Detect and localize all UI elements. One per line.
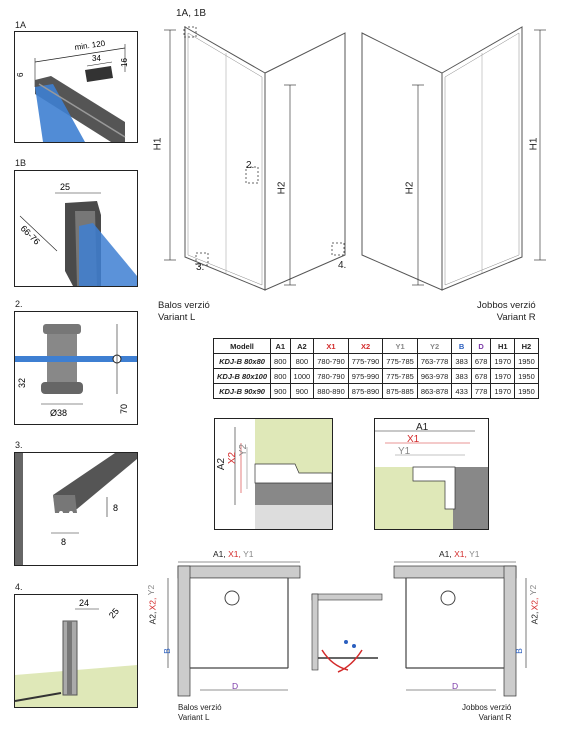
col-h1: H1 (490, 338, 516, 354)
section-a2-drawing (234, 419, 333, 529)
col-d: D (470, 338, 492, 354)
detail-3-drawing: 8 8 (15, 453, 137, 565)
plan-right-top-dim: A1, X1, Y1 (439, 549, 480, 559)
section-a2-panel (214, 418, 333, 530)
col-a1: A1 (270, 338, 291, 354)
detail-2-drawing: 32 Ø38 70 (15, 324, 137, 418)
right-shower-elevation (361, 26, 546, 291)
col-a2: A2 (289, 338, 315, 354)
col-x2: X2 (347, 338, 384, 354)
plan-right-caption: Jobbos verzió Variant R (462, 703, 512, 722)
callout-1a-1b: 1A, 1B (176, 8, 207, 19)
dim-38: Ø38 (50, 408, 67, 418)
dim-6: 6 (16, 72, 25, 77)
plan-left-b: B (161, 648, 172, 654)
col-y1: Y1 (382, 338, 418, 354)
dim-25: 25 (60, 182, 70, 192)
door-swing-diagram (311, 593, 383, 673)
dim-16: 16 (120, 58, 129, 67)
detail-4-drawing: 24 25 (14, 598, 137, 707)
plan-left-side-a2: A2, (147, 611, 158, 625)
plan-right-side-a2: A2, (529, 611, 540, 625)
detail-2-panel: 32 Ø38 70 (14, 311, 138, 425)
col-y2: Y2 (416, 338, 453, 354)
detail-3-panel: 8 8 (14, 452, 138, 566)
plan-right-b: B (513, 648, 524, 654)
plan-left-side-x2: X2, (147, 597, 158, 611)
callout-4: 4. (338, 260, 347, 271)
left-shower-elevation (164, 26, 346, 291)
plan-right-d: D (452, 681, 459, 691)
dim-min120: min. 120 (74, 39, 106, 52)
spec-table: Modell A1 A2 X1 X2 Y1 Y2 B D H1 H2 KDJ-B… (212, 338, 539, 399)
left-variant-caption: Balos verzió Variant L (158, 300, 210, 324)
plan-left-d: D (232, 681, 239, 691)
section-y2-label: Y2 (238, 443, 250, 457)
h2-right-label: H2 (404, 181, 416, 195)
col-h2: H2 (514, 338, 539, 354)
h1-left-label: H1 (152, 137, 164, 151)
detail-1a-panel: min. 120 34 6 16 (14, 31, 138, 143)
dim-70: 70 (119, 404, 129, 414)
section-a1-drawing (375, 430, 488, 529)
plan-right-side-y2: Y2 (528, 584, 539, 596)
detail-1b-tag: 1B (15, 158, 27, 168)
h2-left-label: H2 (276, 181, 288, 195)
dim-24: 24 (79, 598, 89, 608)
detail-3-tag: 3. (15, 440, 23, 450)
detail-1a-tag: 1A (15, 20, 27, 30)
section-x1-label: X1 (407, 434, 420, 445)
plan-right-drawing (393, 561, 527, 697)
plan-left-top-dim: A1, X1, Y1 (213, 549, 254, 559)
main-elevation (164, 26, 546, 291)
dim-34: 34 (92, 54, 101, 63)
h1-right-label: H1 (528, 137, 540, 151)
plan-left-drawing (167, 561, 301, 697)
detail-1b-panel: 25 66-76 (14, 170, 138, 287)
callout-2: 2. (246, 160, 255, 171)
callout-3: 3. (196, 262, 205, 273)
spec-table-header-row: Modell A1 A2 X1 X2 Y1 Y2 B D H1 H2 (212, 338, 539, 354)
section-y1-label: Y1 (398, 446, 411, 457)
right-variant-caption: Jobbos verzió Variant R (477, 300, 536, 324)
left-variant-en: Variant L (158, 312, 196, 323)
left-variant-hu: Balos verzió (158, 300, 210, 311)
detail-4-panel: 24 25 (14, 594, 138, 708)
detail-1a-drawing: min. 120 34 6 16 (16, 39, 129, 142)
dim-8-width: 8 (61, 537, 66, 547)
dim-25-depth: 25 (107, 606, 121, 620)
col-b: B (451, 338, 472, 354)
detail-4-tag: 4. (15, 582, 23, 592)
dim-32: 32 (17, 378, 27, 388)
right-variant-en: Variant R (496, 312, 536, 323)
plan-left-side-y2: Y2 (146, 584, 157, 596)
col-x1: X1 (313, 338, 349, 354)
dim-66-76: 66-76 (19, 223, 42, 246)
plan-left-caption: Balos verzió Variant L (178, 703, 222, 722)
detail-2-tag: 2. (15, 299, 23, 309)
section-a1-panel (374, 418, 489, 530)
detail-1b-drawing: 25 66-76 (19, 182, 137, 286)
right-variant-hu: Jobbos verzió (477, 300, 536, 311)
section-a1-label: A1 (416, 422, 429, 433)
dim-8-height: 8 (113, 503, 118, 513)
plan-right-side-x2: X2, (529, 597, 540, 611)
col-modell: Modell (212, 338, 272, 354)
